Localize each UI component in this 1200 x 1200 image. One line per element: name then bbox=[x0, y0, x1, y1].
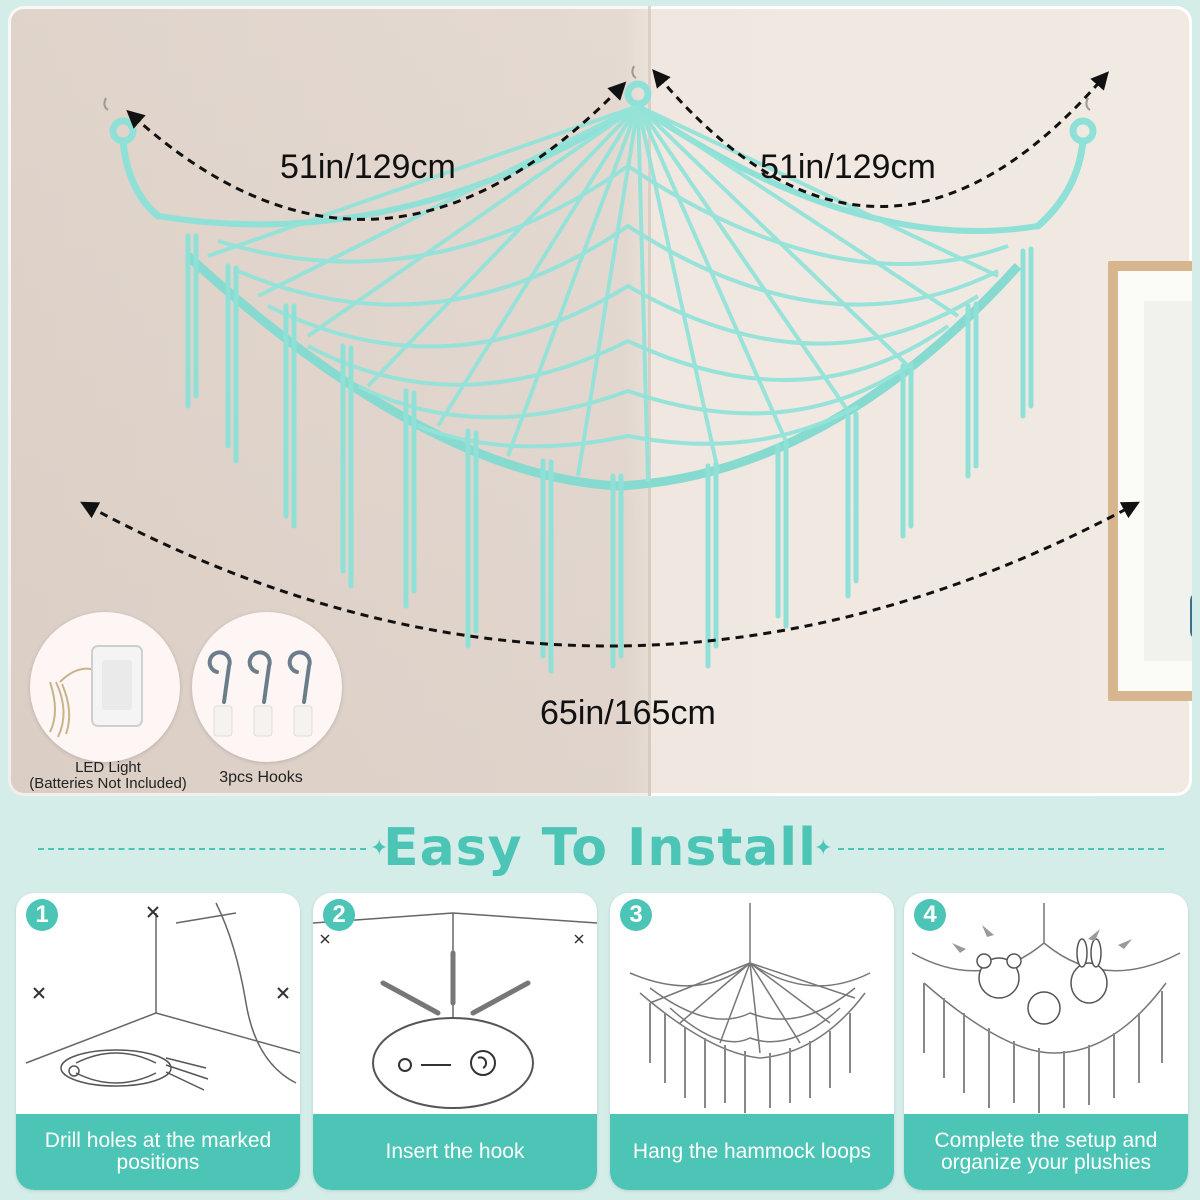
hook-insert-illustration bbox=[313, 912, 597, 1109]
install-step-3: 3 Hang the hammock loops bbox=[610, 893, 894, 1190]
hooks-icon bbox=[207, 650, 313, 737]
right-span-label: 51in/129cm bbox=[760, 148, 936, 186]
step-number-badge: 4 bbox=[914, 899, 946, 931]
drill-illustration bbox=[25, 902, 300, 1091]
led-light-thumbnail bbox=[30, 612, 180, 762]
sparkle-icon: ✦ bbox=[814, 835, 833, 860]
install-step-4: 4 Complete the setup and organize your p… bbox=[904, 893, 1188, 1190]
picture-frame bbox=[1108, 261, 1192, 701]
hang-hammock-illustration bbox=[629, 903, 871, 1113]
step-number-badge: 2 bbox=[323, 899, 355, 931]
step-number-badge: 1 bbox=[26, 899, 58, 931]
step-caption: Hang the hammock loops bbox=[610, 1114, 894, 1190]
sparkle-icon: ✦ bbox=[370, 835, 389, 860]
hooks-label: 3pcs Hooks bbox=[219, 769, 303, 786]
install-title: Easy To Install bbox=[383, 818, 817, 878]
step-caption: Insert the hook bbox=[313, 1114, 597, 1190]
install-step-1: 1 Drill holes at the marked positions bbox=[16, 893, 300, 1190]
left-span-label: 51in/129cm bbox=[280, 148, 456, 186]
step-caption: Complete the setup and organize your plu… bbox=[904, 1114, 1188, 1190]
step-number-badge: 3 bbox=[620, 899, 652, 931]
title-divider-left bbox=[38, 848, 366, 850]
wall-corner bbox=[648, 6, 651, 796]
bottom-span-label: 65in/165cm bbox=[540, 694, 716, 732]
product-photo: 51in/129cm 51in/129cm 65in/165cm bbox=[8, 6, 1192, 796]
plushies-illustration bbox=[911, 903, 1181, 1113]
led-light-label: LED Light (Batteries Not Included) bbox=[29, 759, 187, 792]
install-step-2: 2 Insert the hook bbox=[313, 893, 597, 1190]
install-title-row: ✦ Easy To Install ✦ bbox=[0, 810, 1200, 880]
hooks-thumbnail bbox=[192, 612, 342, 762]
led-light-icon bbox=[49, 645, 143, 738]
title-divider-right bbox=[838, 848, 1164, 850]
step-caption: Drill holes at the marked positions bbox=[16, 1114, 300, 1190]
macrame-net-illustration bbox=[80, 65, 1140, 674]
